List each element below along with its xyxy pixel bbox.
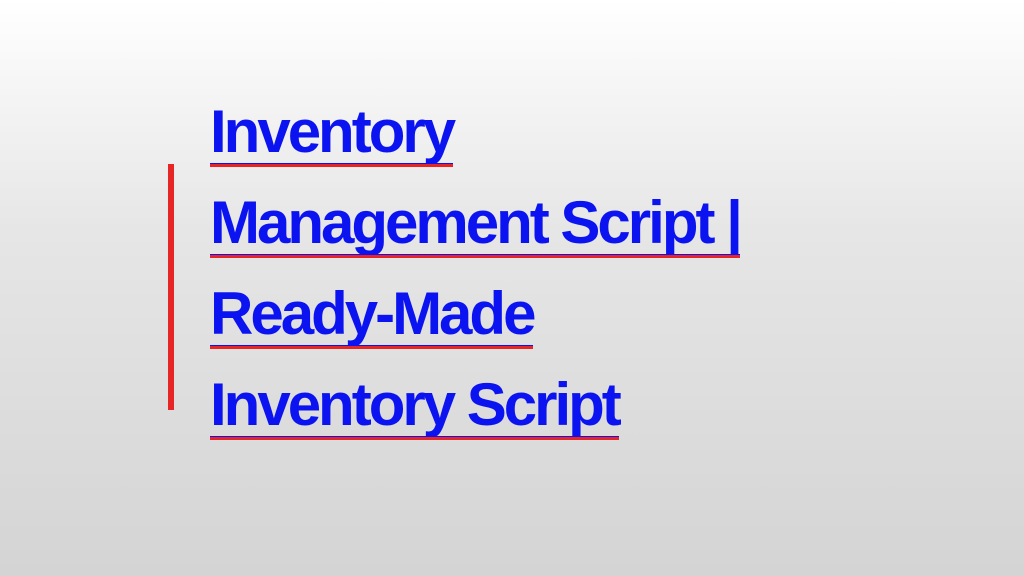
slide-title: Inventory Management Script | Ready-Made… bbox=[210, 100, 930, 464]
underline bbox=[210, 346, 534, 349]
title-link-line-4[interactable]: Inventory Script bbox=[210, 371, 622, 440]
title-link-line-2[interactable]: Management Script | bbox=[210, 189, 743, 258]
underline bbox=[210, 164, 454, 167]
underline bbox=[210, 437, 619, 440]
underline bbox=[210, 255, 740, 258]
accent-bar bbox=[168, 164, 174, 410]
title-link-line-3[interactable]: Ready-Made bbox=[210, 280, 536, 349]
title-link-line-1[interactable]: Inventory bbox=[210, 98, 456, 167]
